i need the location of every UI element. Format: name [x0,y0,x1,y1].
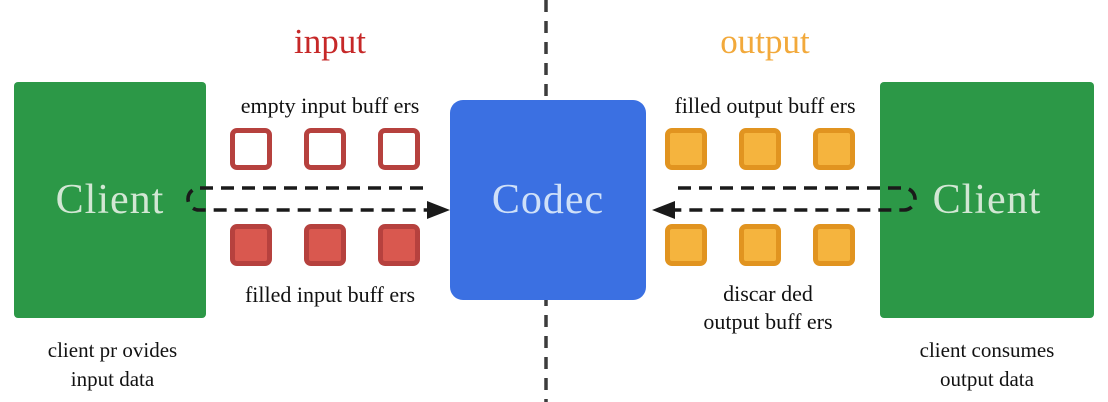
right-client-caption-line2: output data [940,366,1034,391]
discarded-output-buffers-label-line1: discar ded [723,281,813,306]
discarded-output-buffer-square [813,224,855,266]
left-client-caption-line2: input data [70,366,155,391]
filled-output-buffer-square [739,128,781,170]
empty-input-buffers-label: empty input buff ers [240,93,420,118]
discarded-output-buffer-square [739,224,781,266]
filled-input-buffers-label: filled input buff ers [244,282,416,307]
empty-input-buffers-row [230,128,420,170]
output-section-title: output [720,22,810,61]
codec-box: Codec [450,100,646,300]
filled-output-buffers-row [665,128,855,170]
left-client-caption-line1: client pr ovides [47,338,178,362]
discarded-output-buffers-label: discar ded output buff ers [653,280,883,336]
filled-output-buffer-square [665,128,707,170]
empty-input-buffer-square [378,128,420,170]
right-client-caption: client consumes output data [877,336,1097,394]
codec-label: Codec [491,177,605,223]
left-client-box: Client [14,82,206,318]
left-client-label: Client [55,177,165,223]
right-client-box: Client [880,82,1094,318]
discarded-output-buffer-square [665,224,707,266]
right-client-label: Client [932,177,1042,223]
empty-input-buffer-square [230,128,272,170]
input-section-title: input [294,22,366,61]
right-client-caption-line1: client consumes [919,338,1055,362]
discarded-output-buffers-label-line2: output buff ers [703,309,833,335]
filled-input-buffer-square [378,224,420,266]
filled-output-buffer-square [813,128,855,170]
filled-output-buffers-label: filled output buff ers [674,93,856,118]
discarded-output-buffers-row [665,224,855,266]
input-flow-arrow [186,186,450,219]
filled-input-buffer-square [304,224,346,266]
filled-input-buffers-row [230,224,420,266]
filled-input-buffer-square [230,224,272,266]
left-client-caption: client pr ovides input data [0,336,225,394]
output-flow-arrow [652,186,917,219]
empty-input-buffer-square [304,128,346,170]
